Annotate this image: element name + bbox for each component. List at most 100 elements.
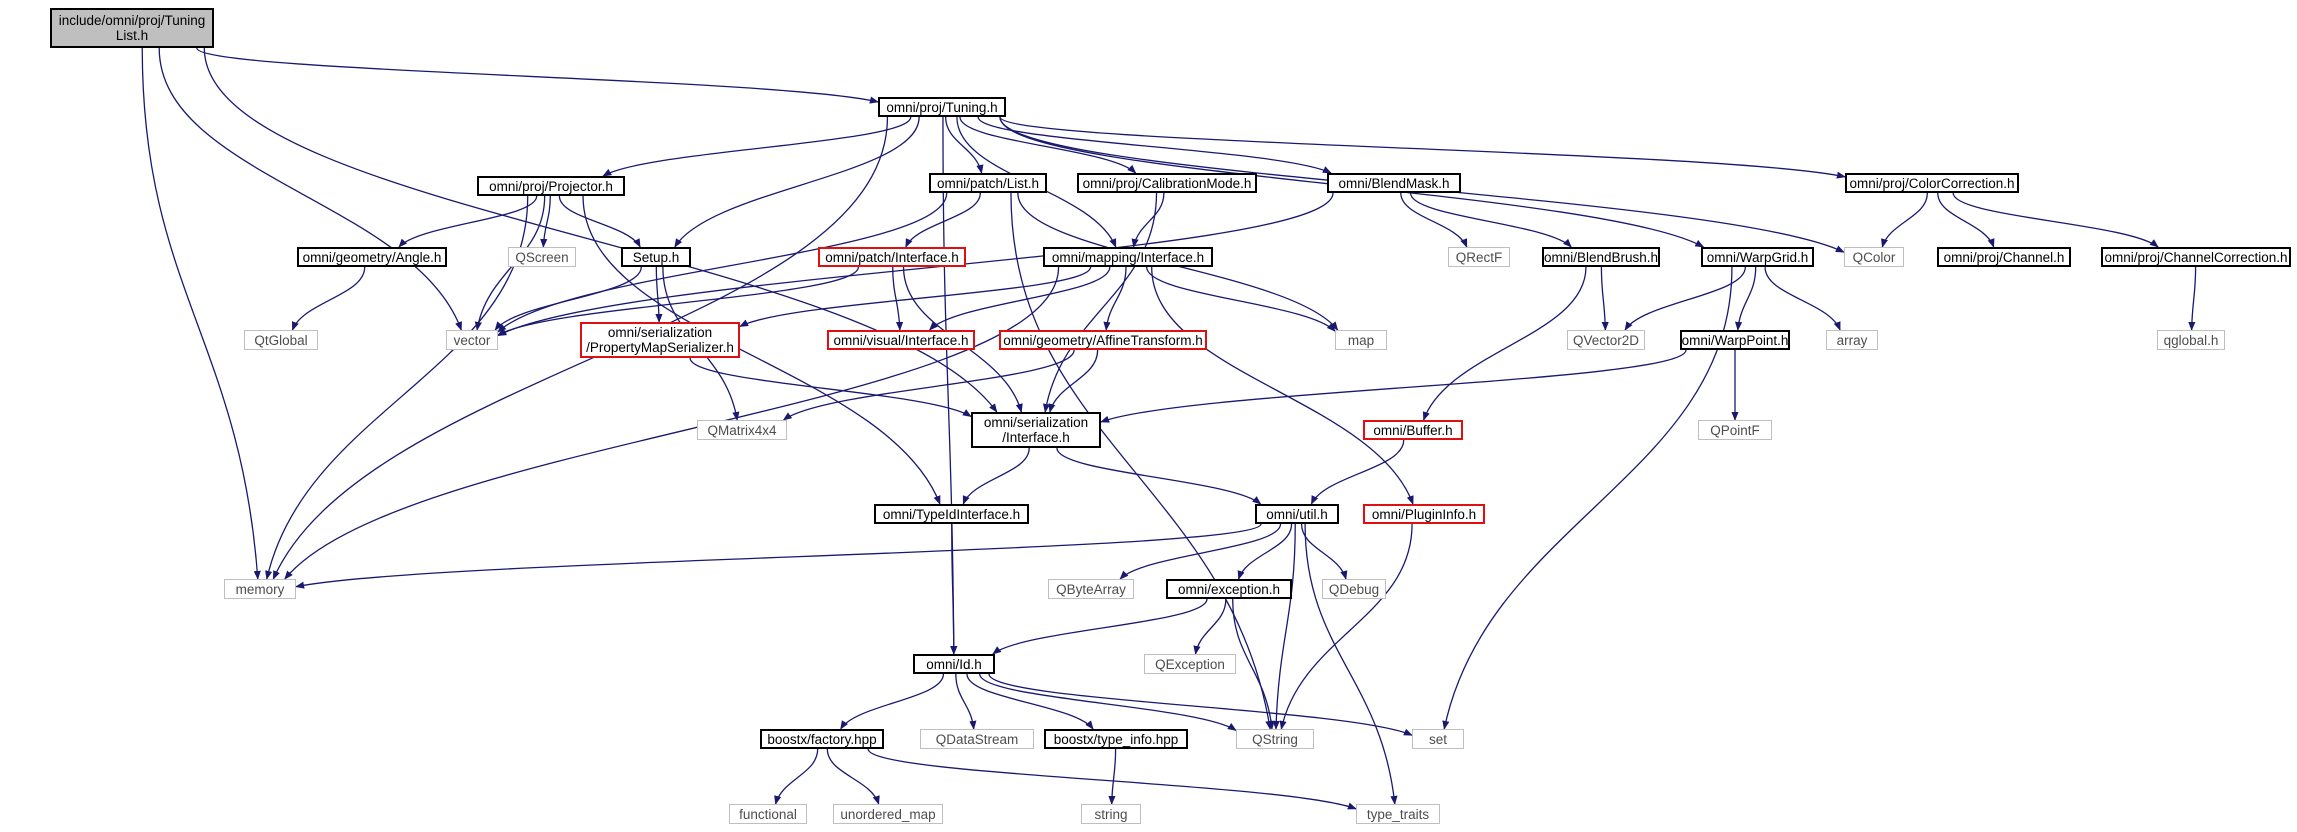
edge-tuning-to-calibmode bbox=[959, 116, 1137, 174]
node-qmatrix: QMatrix4x4 bbox=[697, 420, 787, 440]
edge-warppoint-to-seriface bbox=[1100, 349, 1687, 423]
node-typetraits: type_traits bbox=[1356, 804, 1440, 824]
node-qbytearray: QByteArray bbox=[1048, 579, 1134, 599]
edge-blendmask-to-blendbrush bbox=[1409, 192, 1572, 248]
edge-util-to-qbytearray bbox=[1119, 523, 1282, 580]
edge-id-to-qstring bbox=[979, 673, 1237, 731]
edge-mappingiface-to-memory bbox=[284, 266, 1060, 580]
edge-root-to-memory bbox=[141, 47, 261, 580]
node-patchiface[interactable]: omni/patch/Interface.h bbox=[818, 247, 966, 267]
edge-util-to-memory bbox=[295, 523, 1262, 589]
node-qrectf: QRectF bbox=[1448, 247, 1510, 267]
edge-calibmode-to-mappingiface bbox=[1131, 192, 1165, 248]
node-qscreen: QScreen bbox=[508, 247, 576, 267]
node-qdebug: QDebug bbox=[1322, 579, 1386, 599]
edge-tuning-to-colorcorr bbox=[999, 116, 1846, 179]
node-visualiface[interactable]: omni/visual/Interface.h bbox=[827, 330, 975, 350]
node-root[interactable]: include/omni/proj/Tuning List.h bbox=[50, 8, 214, 48]
node-qdatastream: QDataStream bbox=[920, 729, 1034, 749]
node-projector[interactable]: omni/proj/Projector.h bbox=[477, 176, 625, 196]
node-blendbrush[interactable]: omni/BlendBrush.h bbox=[1542, 247, 1660, 267]
edge-tuning-to-projector bbox=[602, 116, 912, 177]
edge-blendbrush-to-qvector2d bbox=[1600, 266, 1609, 331]
edge-mappingiface-to-propmap bbox=[739, 266, 1092, 328]
node-id[interactable]: omni/Id.h bbox=[913, 654, 995, 674]
node-qtglobal: QtGlobal bbox=[244, 330, 318, 350]
node-patchlist[interactable]: omni/patch/List.h bbox=[929, 173, 1047, 193]
edge-id-to-typeinfo bbox=[966, 673, 1094, 730]
edge-setup-to-vector bbox=[494, 266, 642, 331]
edge-blendmask-to-qrectf bbox=[1400, 192, 1468, 248]
edge-factory-to-functional bbox=[774, 748, 819, 805]
node-qvector2d: QVector2D bbox=[1567, 330, 1645, 350]
edge-patchlist-to-patchiface bbox=[905, 192, 981, 248]
edge-tuning-to-patchlist bbox=[945, 116, 984, 174]
edge-warpgrid-to-array bbox=[1764, 266, 1841, 331]
edge-patchlist-to-qstring bbox=[1010, 192, 1273, 730]
node-colorcorr[interactable]: omni/proj/ColorCorrection.h bbox=[1845, 173, 2019, 193]
node-plugininfo[interactable]: omni/PluginInfo.h bbox=[1363, 504, 1485, 524]
edge-mappingiface-to-plugininfo bbox=[1151, 266, 1414, 505]
edge-exception-to-qstring bbox=[1232, 598, 1275, 730]
node-string: string bbox=[1081, 804, 1141, 824]
edge-exception-to-id bbox=[992, 598, 1208, 655]
node-set: set bbox=[1412, 729, 1464, 749]
node-util[interactable]: omni/util.h bbox=[1255, 504, 1339, 524]
node-map: map bbox=[1335, 330, 1387, 350]
dependency-edges bbox=[141, 47, 2197, 810]
edge-id-to-factory bbox=[840, 673, 945, 730]
edge-colorcorr-to-qcolor bbox=[1881, 192, 1929, 248]
node-functional: functional bbox=[729, 804, 807, 824]
edge-id-to-set bbox=[988, 673, 1413, 736]
node-buffer[interactable]: omni/Buffer.h bbox=[1363, 420, 1463, 440]
edge-colorcorr-to-channelcorr bbox=[1952, 192, 2159, 248]
node-memory: memory bbox=[224, 579, 296, 599]
edge-root-to-vector bbox=[158, 47, 462, 331]
edge-plugininfo-to-qstring bbox=[1279, 523, 1413, 730]
node-channel[interactable]: omni/proj/Channel.h bbox=[1937, 247, 2071, 267]
node-qexception: QException bbox=[1144, 654, 1236, 674]
node-tuning[interactable]: omni/proj/Tuning.h bbox=[878, 97, 1006, 117]
node-affine[interactable]: omni/geometry/AffineTransform.h bbox=[999, 330, 1207, 350]
node-typeinfo[interactable]: boostx/type_info.hpp bbox=[1044, 729, 1188, 749]
edge-util-to-exception bbox=[1237, 523, 1293, 580]
node-factory[interactable]: boostx/factory.hpp bbox=[760, 729, 884, 749]
edge-buffer-to-util bbox=[1310, 439, 1405, 505]
node-warppoint[interactable]: omni/WarpPoint.h bbox=[1680, 330, 1790, 350]
edge-id-to-qdatastream bbox=[955, 673, 977, 730]
edge-projector-to-angle bbox=[398, 195, 538, 248]
edge-affine-to-seriface bbox=[1048, 349, 1099, 413]
node-typeid[interactable]: omni/TypeIdInterface.h bbox=[874, 504, 1029, 524]
edge-factory-to-unordered bbox=[826, 748, 880, 805]
edge-mappingiface-to-map bbox=[1145, 266, 1336, 332]
edge-propmap-to-seriface bbox=[689, 357, 972, 418]
edge-seriface-to-util bbox=[1056, 447, 1262, 505]
edge-root-to-tuning bbox=[196, 47, 879, 104]
edge-calibmode-to-seriface bbox=[1042, 192, 1158, 413]
edge-seriface-to-typeid bbox=[962, 447, 1030, 505]
edge-tuning-to-warpgrid bbox=[999, 116, 1705, 248]
node-qcolor: QColor bbox=[1844, 247, 1904, 267]
node-qstring: QString bbox=[1236, 729, 1314, 749]
node-seriface[interactable]: omni/serialization /Interface.h bbox=[971, 412, 1101, 448]
edge-util-to-qstring bbox=[1272, 523, 1296, 730]
node-blendmask[interactable]: omni/BlendMask.h bbox=[1327, 173, 1461, 193]
node-exception[interactable]: omni/exception.h bbox=[1166, 579, 1292, 599]
edge-colorcorr-to-channel bbox=[1937, 192, 1995, 248]
node-calibmode[interactable]: omni/proj/CalibrationMode.h bbox=[1077, 173, 1257, 193]
node-qpointf: QPointF bbox=[1698, 420, 1772, 440]
edge-typeid-to-id bbox=[950, 523, 958, 655]
edge-tuning-to-blendmask bbox=[977, 116, 1332, 174]
node-channelcorr[interactable]: omni/proj/ChannelCorrection.h bbox=[2101, 247, 2291, 267]
edge-patchlist-to-vector bbox=[497, 192, 948, 333]
edge-typeinfo-to-string bbox=[1108, 748, 1117, 805]
edge-warpgrid-to-qvector2d bbox=[1624, 266, 1747, 331]
node-angle[interactable]: omni/geometry/Angle.h bbox=[297, 247, 447, 267]
edge-setup-to-propmap bbox=[655, 266, 663, 323]
edge-patchiface-to-vector bbox=[497, 266, 860, 336]
node-warpgrid[interactable]: omni/WarpGrid.h bbox=[1701, 247, 1814, 267]
node-propmap[interactable]: omni/serialization /PropertyMapSerialize… bbox=[580, 322, 740, 358]
node-mappingiface[interactable]: omni/mapping/Interface.h bbox=[1043, 247, 1213, 267]
node-setup[interactable]: Setup.h bbox=[621, 247, 691, 267]
edge-angle-to-qtglobal bbox=[291, 266, 366, 331]
